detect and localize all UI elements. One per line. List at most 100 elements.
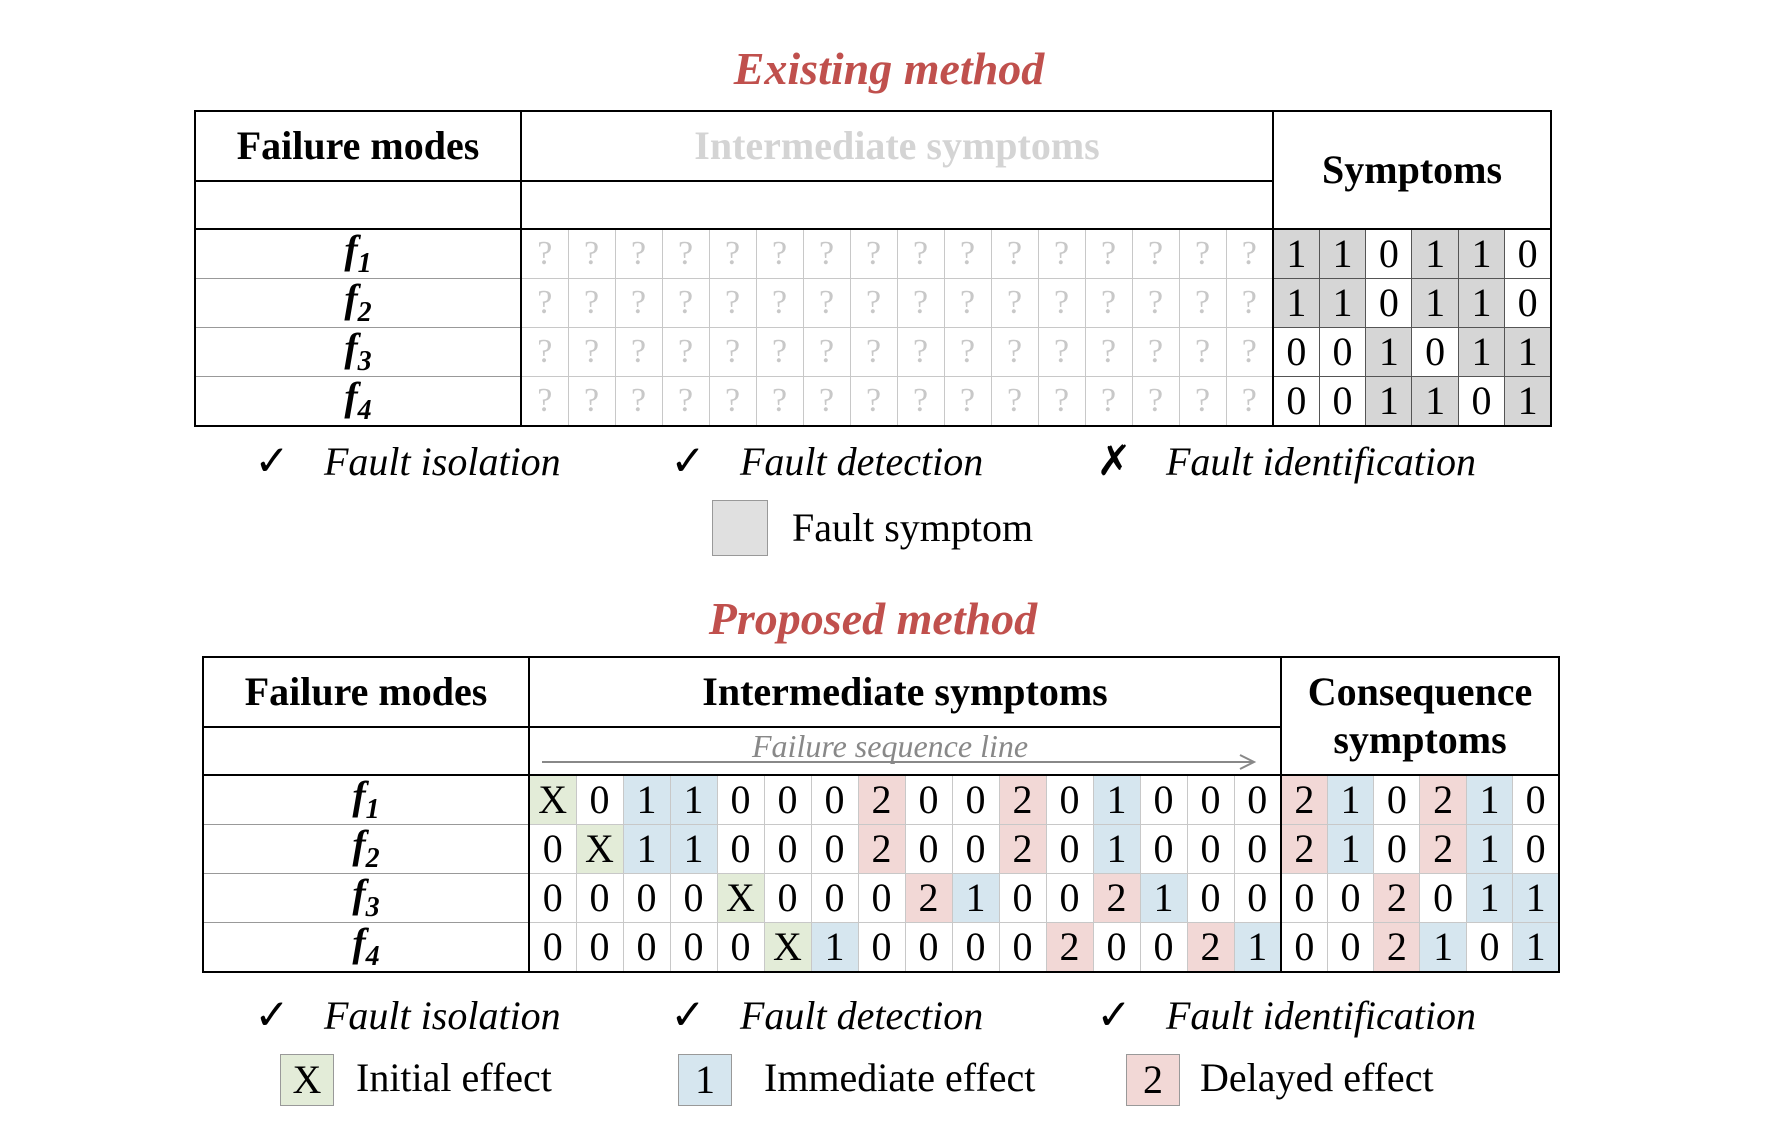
unknown-symptom-cell: ?: [614, 327, 663, 377]
failure-mode-letter: f: [352, 824, 366, 867]
unknown-symptom-cell: ?: [1084, 376, 1133, 427]
unknown-symptom-cell: ?: [1037, 278, 1086, 328]
intermediate-symptom-cell: 0: [810, 824, 859, 874]
intermediate-symptom-cell: 0: [810, 873, 859, 923]
failure-modes-header: Failure modes: [194, 110, 522, 182]
consequence-symptom-cell: 0: [1279, 873, 1328, 923]
intermediate-symptom-cell: 1: [1139, 873, 1188, 923]
intermediate-symptom-cell: 0: [575, 873, 624, 923]
failure-mode-label: f4: [202, 922, 530, 973]
intermediate-symptom-cell: 0: [669, 922, 718, 973]
unknown-symptom-cell: ?: [990, 278, 1039, 328]
unknown-symptom-cell: ?: [1225, 278, 1274, 328]
symptom-cell: 1: [1318, 278, 1367, 328]
intermediate-symptom-cell: 1: [1092, 774, 1141, 825]
intermediate-symptom-cell: X: [528, 774, 577, 825]
symptom-cell: 0: [1457, 376, 1506, 427]
symptom-cell: 1: [1318, 228, 1367, 279]
existing-method-title: Existing method: [733, 43, 1045, 94]
consequence-symptom-cell: 0: [1512, 824, 1561, 874]
failure-mode-letter: f: [344, 278, 358, 321]
consequence-symptom-cell: 1: [1512, 873, 1561, 923]
unknown-symptom-cell: ?: [990, 376, 1039, 427]
unknown-symptom-cell: ?: [1178, 278, 1227, 328]
consequence-header-line1: Consequence: [1307, 669, 1533, 714]
symptom-cell: 1: [1365, 327, 1413, 377]
proposed-method-title: Proposed method: [708, 593, 1038, 644]
unknown-symptom-cell: ?: [708, 376, 757, 427]
unknown-symptom-cell: ?: [661, 278, 710, 328]
intermediate-symptom-cell: 2: [904, 873, 953, 923]
intermediate-symptom-cell: 0: [857, 873, 906, 923]
immediate-effect-label: Immediate effect: [764, 1055, 1036, 1100]
failure-mode-index: 2: [357, 297, 372, 328]
failure-mode-letter: f: [352, 873, 366, 916]
intermediate-symptom-cell: 0: [1139, 922, 1188, 973]
consequence-symptom-cell: 1: [1419, 922, 1467, 973]
intermediate-symptom-cell: 2: [1045, 922, 1094, 973]
failure-mode-label: f2: [194, 278, 522, 328]
consequence-symptom-cell: 1: [1465, 774, 1514, 825]
consequence-symptom-cell: 1: [1512, 922, 1561, 973]
failure-mode-letter: f: [352, 775, 366, 818]
intermediate-symptom-cell: 0: [528, 824, 577, 874]
unknown-symptom-cell: ?: [896, 228, 945, 279]
symptom-cell: 1: [1411, 278, 1459, 328]
intermediate-symptom-cell: 2: [857, 824, 906, 874]
consequence-symptom-cell: 1: [1465, 873, 1514, 923]
existing-legend-detection: ✓ Fault detection: [668, 436, 983, 486]
symptom-cell: 0: [1318, 327, 1367, 377]
intermediate-symptom-cell: 0: [528, 922, 577, 973]
intermediate-symptom-cell: 0: [716, 922, 765, 973]
failure-mode-letter: f: [344, 376, 358, 419]
consequence-symptom-cell: 2: [1419, 824, 1467, 874]
consequence-symptom-cell: 2: [1419, 774, 1467, 825]
consequence-symptom-cell: 0: [1512, 774, 1561, 825]
check-icon: ✓: [254, 439, 290, 485]
unknown-symptom-cell: ?: [614, 376, 663, 427]
intermediate-symptom-cell: 0: [575, 774, 624, 825]
intermediate-symptom-cell: 1: [622, 824, 671, 874]
symptom-cell: 0: [1504, 278, 1553, 328]
intermediate-symptom-cell: 0: [998, 922, 1047, 973]
unknown-symptom-cell: ?: [614, 228, 663, 279]
failure-sequence-arrow: [542, 754, 1257, 770]
unknown-symptom-cell: ?: [1084, 278, 1133, 328]
consequence-symptom-cell: 0: [1326, 873, 1375, 923]
unknown-symptom-cell: ?: [520, 278, 569, 328]
failure-mode-index: 3: [365, 892, 380, 923]
unknown-symptom-cell: ?: [520, 376, 569, 427]
intermediate-symptom-cell: 0: [857, 922, 906, 973]
unknown-symptom-cell: ?: [802, 228, 851, 279]
intermediate-symptom-cell: 0: [1233, 873, 1282, 923]
unknown-symptom-cell: ?: [520, 228, 569, 279]
symptom-cell: 0: [1504, 228, 1553, 279]
symptom-cell: 0: [1411, 327, 1459, 377]
proposed-legend-isolation: ✓ Fault isolation: [252, 990, 560, 1040]
unknown-symptom-cell: ?: [943, 278, 992, 328]
symptom-cell: 0: [1271, 376, 1320, 427]
sequence-line-cell: [528, 726, 1282, 776]
intermediate-symptom-cell: 0: [1045, 824, 1094, 874]
symptom-cell: 0: [1271, 327, 1320, 377]
failure-mode-label: f4: [194, 376, 522, 427]
intermediate-symptom-cell: 0: [1139, 774, 1188, 825]
unknown-symptom-cell: ?: [1037, 228, 1086, 279]
unknown-symptom-cell: ?: [1225, 376, 1274, 427]
unknown-symptom-cell: ?: [802, 327, 851, 377]
symptom-cell: 1: [1411, 228, 1459, 279]
unknown-symptom-cell: ?: [1225, 228, 1274, 279]
unknown-symptom-cell: ?: [943, 228, 992, 279]
intermediate-symptom-cell: 0: [1186, 873, 1235, 923]
intermediate-symptom-cell: 0: [951, 774, 1000, 825]
unknown-symptom-cell: ?: [614, 278, 663, 328]
intermediate-symptom-cell: 0: [622, 922, 671, 973]
unknown-symptom-cell: ?: [708, 228, 757, 279]
unknown-symptom-cell: ?: [755, 278, 804, 328]
intermediate-symptom-cell: 0: [904, 824, 953, 874]
